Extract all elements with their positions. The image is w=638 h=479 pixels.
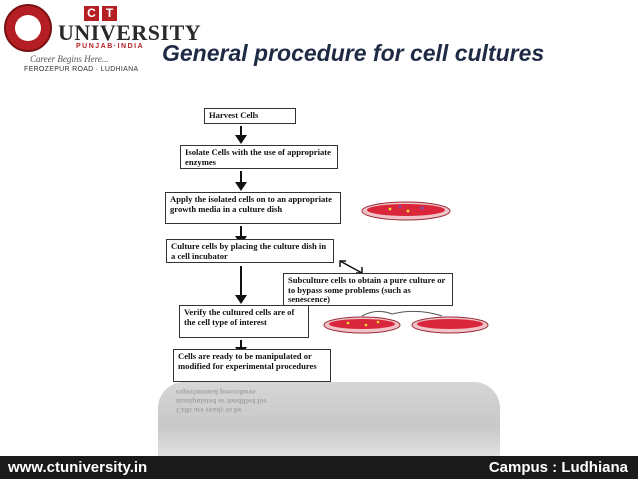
- footer-campus: Campus : Ludhiana: [488, 459, 628, 476]
- flow-arrow-down: [234, 266, 248, 304]
- flow-arrow-down: [234, 126, 248, 144]
- university-tagline: Career Begins Here...: [30, 54, 109, 64]
- university-logo: C T UNIVERSITY PUNJAB·INDIA Career Begin…: [2, 2, 201, 74]
- flow-step-harvest: Harvest Cells: [204, 108, 296, 124]
- subculture-dishes-icon: [323, 310, 489, 334]
- university-address: FEROZEPUR ROAD · LUDHIANA: [24, 66, 139, 73]
- flow-step-incubate: Culture cells by placing the culture dis…: [166, 239, 334, 263]
- footer-website: www.ctuniversity.in: [8, 459, 148, 476]
- figure-reflection-panel: [158, 382, 500, 456]
- figure-reflection-text: Cells are ready to be manipulated or mod…: [176, 388, 336, 415]
- flow-step-apply: Apply the isolated cells on to an approp…: [165, 192, 341, 224]
- ct-monogram: C T: [84, 6, 117, 21]
- flow-step-isolate: Isolate Cells with the use of appropriat…: [180, 145, 338, 169]
- university-state: PUNJAB·INDIA: [76, 43, 145, 50]
- slide-title: General procedure for cell cultures: [162, 40, 545, 66]
- reflection-line: experimental procedures: [176, 388, 256, 397]
- university-seal-icon: [4, 4, 52, 52]
- footer-bar: www.ctuniversity.in Campus : Ludhiana: [0, 456, 638, 479]
- ct-letter-c: C: [84, 6, 99, 21]
- flow-step-verify: Verify the cultured cells are of the cel…: [179, 305, 309, 338]
- culture-dish-icon: [361, 201, 451, 221]
- flow-step-subculture: Subculture cells to obtain a pure cultur…: [283, 273, 453, 306]
- university-name: UNIVERSITY: [58, 20, 202, 45]
- reflection-line: manipulated or modified for: [176, 397, 267, 406]
- flow-arrow-down: [234, 171, 248, 191]
- reflection-line: Cells are ready to be: [176, 406, 242, 415]
- flow-step-ready: Cells are ready to be manipulated or mod…: [173, 349, 331, 382]
- ct-letter-t: T: [102, 6, 117, 21]
